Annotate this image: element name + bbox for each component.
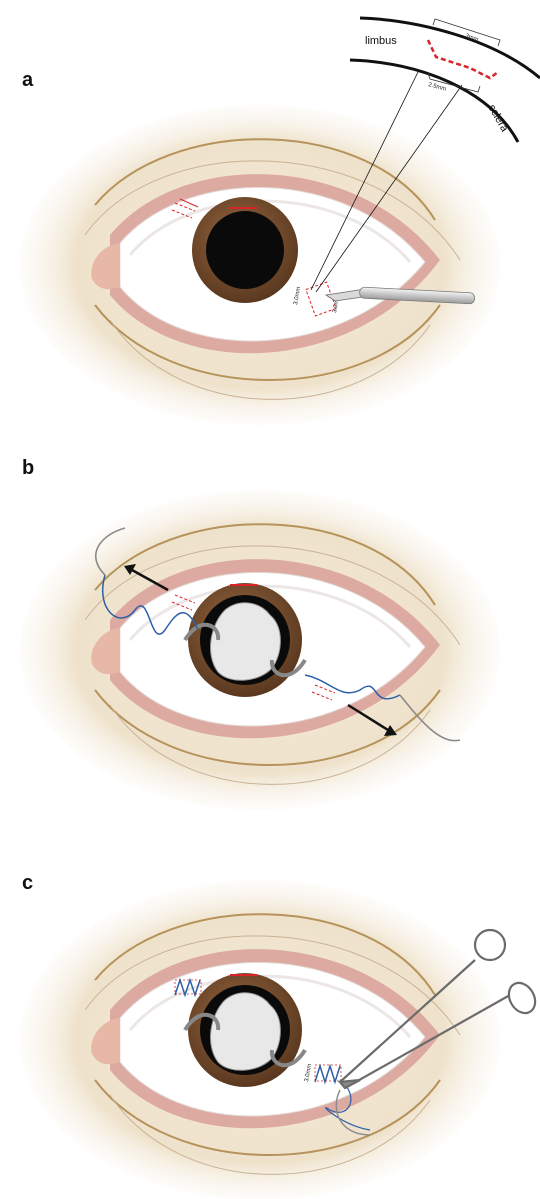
panel-letter-c: c xyxy=(22,872,33,894)
eye-c: 3.0mm xyxy=(20,880,540,1199)
panel-letter-a: a xyxy=(22,69,34,91)
panel-a: a 3.0mm 3.0mm xyxy=(20,18,540,425)
panel-b: b xyxy=(20,457,500,810)
inset-cross-section: limbus sclera 3mm 2.5mm xyxy=(350,18,540,142)
inset-width-top: 3mm xyxy=(464,33,479,43)
inset-width-bottom: 2.5mm xyxy=(427,82,446,93)
pupil-a xyxy=(206,211,284,289)
implant-b xyxy=(211,603,281,680)
eye-b xyxy=(20,490,500,810)
panel-letter-b: b xyxy=(22,457,34,479)
inset-limbus-arc xyxy=(360,18,540,78)
inset-label-limbus: limbus xyxy=(365,35,397,47)
eye-a: 3.0mm 3.0mm xyxy=(20,105,500,425)
panel-c: c 3.0mm xyxy=(20,872,540,1199)
implant-c xyxy=(211,993,281,1070)
inset-label-sclera: sclera xyxy=(485,103,511,135)
